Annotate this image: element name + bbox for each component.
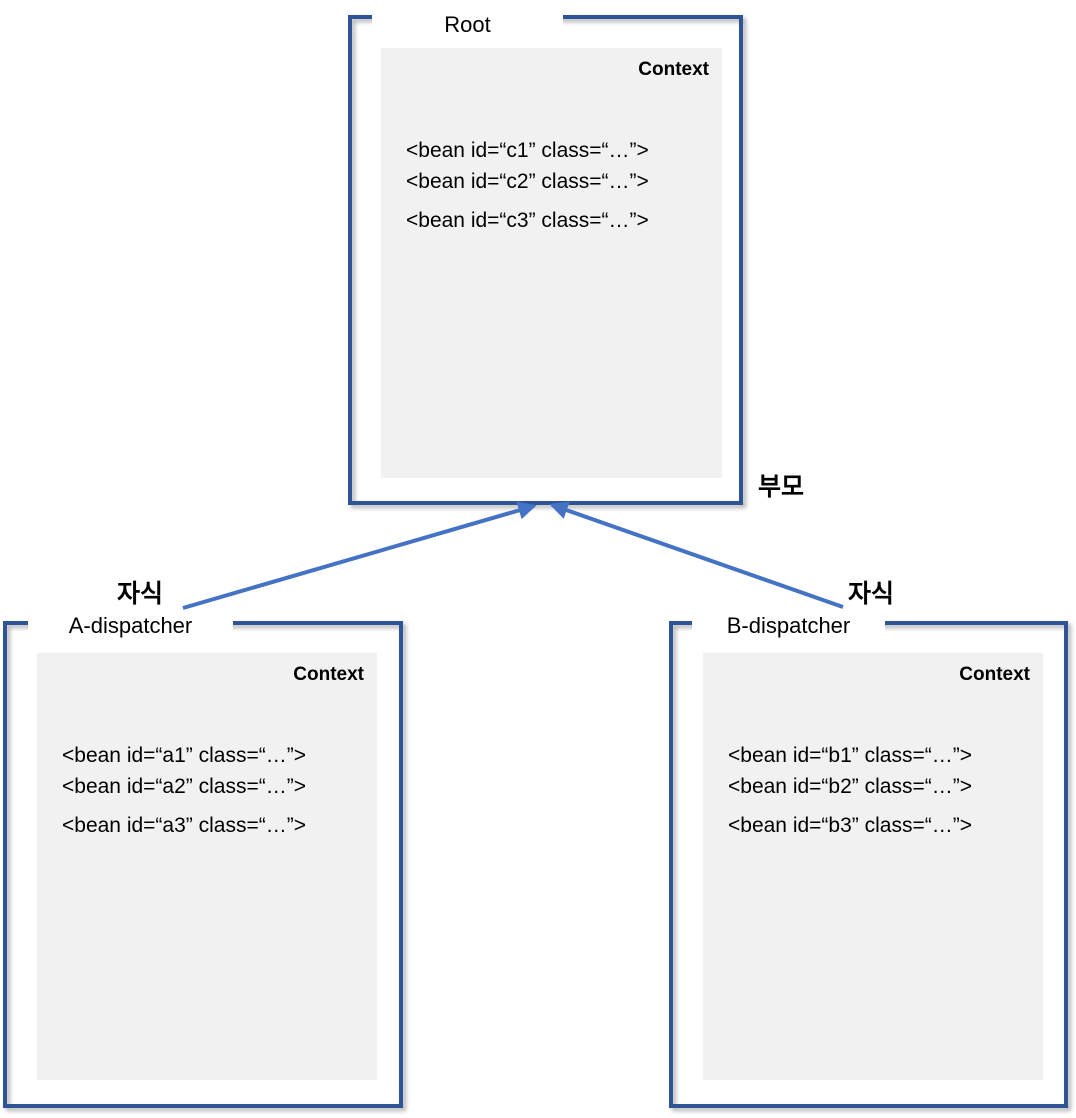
bean-definition: <bean id=“b1” class=“…”>: [728, 744, 972, 767]
bean-definition: <bean id=“a3” class=“…”>: [62, 814, 306, 837]
bean-definition: <bean id=“a1” class=“…”>: [62, 744, 306, 767]
child-label-right: 자식: [848, 580, 895, 608]
arrow-a-to-root: [182, 501, 537, 610]
b-dispatcher-title: B-dispatcher: [692, 612, 885, 640]
parent-label: 부모: [758, 473, 805, 501]
arrow-b-to-root: [549, 501, 844, 609]
bean-definition: <bean id=“c1” class=“…”>: [406, 139, 649, 162]
bean-definition: <bean id=“c3” class=“…”>: [406, 209, 649, 232]
a-dispatcher-title: A-dispatcher: [28, 612, 233, 640]
bean-definition: <bean id=“a2” class=“…”>: [62, 775, 306, 798]
bean-definition: <bean id=“c2” class=“…”>: [406, 170, 649, 193]
child-label-left: 자식: [117, 580, 164, 608]
b-dispatcher-context-panel: Context <bean id=“b1” class=“…”> <bean i…: [703, 653, 1043, 1080]
root-context-label: Context: [638, 59, 709, 80]
bean-definition: <bean id=“b3” class=“…”>: [728, 814, 972, 837]
b-dispatcher-bean-list: <bean id=“b1” class=“…”> <bean id=“b2” c…: [703, 653, 1043, 841]
root-bean-list: <bean id=“c1” class=“…”> <bean id=“c2” c…: [381, 48, 722, 236]
root-context-panel: Context <bean id=“c1” class=“…”> <bean i…: [381, 48, 722, 478]
a-dispatcher-bean-list: <bean id=“a1” class=“…”> <bean id=“a2” c…: [37, 653, 377, 841]
a-dispatcher-context-label: Context: [293, 664, 364, 685]
b-dispatcher-context-label: Context: [959, 664, 1030, 685]
a-dispatcher-context-panel: Context <bean id=“a1” class=“…”> <bean i…: [37, 653, 377, 1080]
bean-definition: <bean id=“b2” class=“…”>: [728, 775, 972, 798]
root-title: Root: [372, 11, 563, 39]
